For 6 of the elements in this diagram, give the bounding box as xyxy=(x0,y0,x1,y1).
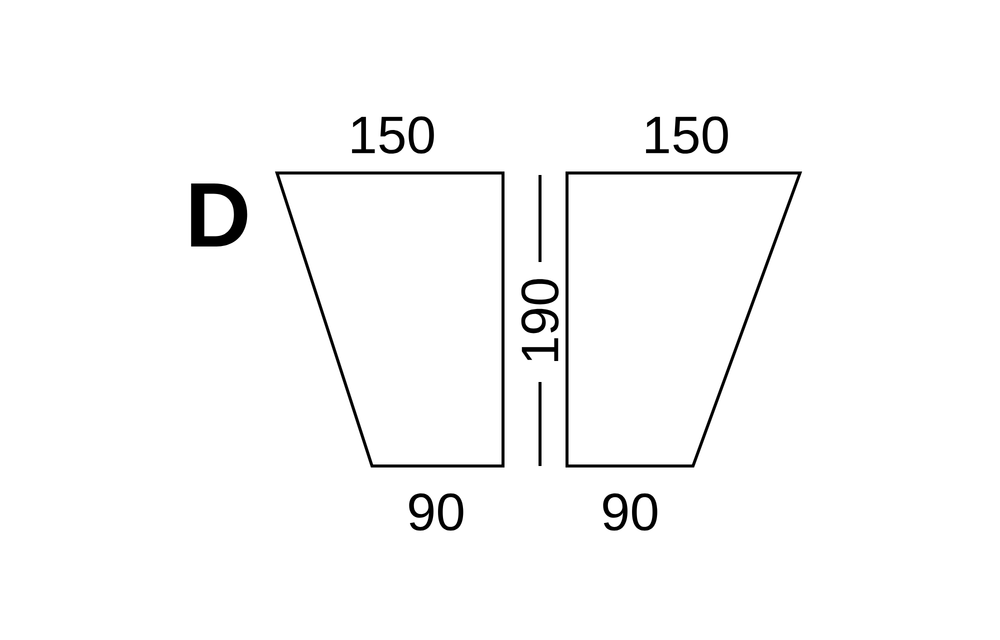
dimension-label: 150 xyxy=(646,116,728,154)
dimension-label: 150 xyxy=(352,116,434,154)
dimension-label: 90 xyxy=(603,493,658,531)
dimension-label: 190 xyxy=(521,279,559,361)
section-letter: D xyxy=(191,184,248,246)
dimension-label: 90 xyxy=(409,493,464,531)
